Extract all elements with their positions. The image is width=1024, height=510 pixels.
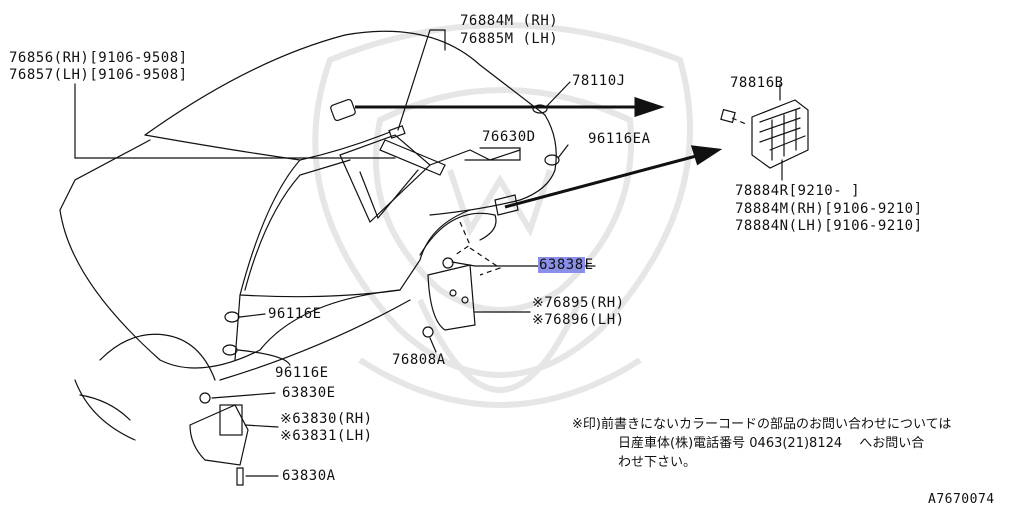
footnote-line-3: わせ下さい。 (618, 455, 697, 470)
label-76896: ※76896(LH) (532, 312, 625, 328)
footnote-line-1: ※印)前書きにないカラーコードの部品のお問い合わせについては (572, 417, 952, 432)
label-78884n: 78884N(LH)[9106-9210] (735, 218, 923, 234)
label-78110j: 78110J (572, 73, 626, 89)
label-63830e: 63830E (282, 385, 336, 401)
part-96116ea-shape (544, 154, 560, 166)
watermark-emblem (312, 22, 693, 408)
label-78816b: 78816B (730, 75, 784, 91)
part-76856-shape (330, 98, 356, 122)
highlighted-part-number[interactable]: 63838 (538, 257, 585, 273)
rear-lamp-assembly-shape (751, 99, 809, 169)
mudguard-rear-shape (427, 264, 476, 331)
part-lamp-shape (494, 194, 519, 216)
label-76857: 76857(LH)[9106-9508] (9, 67, 188, 83)
label-76808a: 76808A (392, 352, 446, 368)
nut-78816b-shape (720, 108, 736, 124)
label-63831: ※63831(LH) (280, 428, 373, 444)
part-76884m-shape (388, 125, 406, 139)
part-78110j-shape (532, 104, 548, 114)
diagram-code: A7670074 (928, 492, 995, 507)
part-96116e-b-shape (222, 344, 238, 356)
label-63838[interactable]: 63838E (538, 257, 594, 273)
screw-63830a-shape (236, 467, 244, 486)
label-76630d: 76630D (482, 129, 536, 145)
part-76630d-shape (379, 139, 446, 176)
roof-outline (144, 30, 546, 136)
label-63830a: 63830A (282, 468, 336, 484)
part-96116e-a-shape (224, 311, 240, 323)
footnote-line-2: 日産車体(株)電話番号 0463(21)8124 へお問い合 (618, 436, 925, 451)
label-96116ea: 96116EA (588, 131, 651, 147)
label-76885m: 76885M (LH) (460, 31, 559, 47)
mudguard-front-shape (189, 404, 249, 466)
label-96116e-b: 96116E (275, 365, 329, 381)
screw-76808a-shape (422, 326, 434, 338)
label-76895: ※76895(RH) (532, 295, 625, 311)
label-63838-suffix: E (584, 257, 594, 273)
clip-63830e-shape (199, 392, 211, 404)
label-76856: 76856(RH)[9106-9508] (9, 50, 188, 66)
label-63830: ※63830(RH) (280, 411, 373, 427)
label-76884m: 76884M (RH) (460, 13, 559, 29)
clip-63838-shape (442, 257, 454, 269)
label-96116e-a: 96116E (268, 306, 322, 322)
label-78884r: 78884R[9210- ] (735, 183, 861, 199)
label-78884m: 78884M(RH)[9106-9210] (735, 201, 923, 217)
